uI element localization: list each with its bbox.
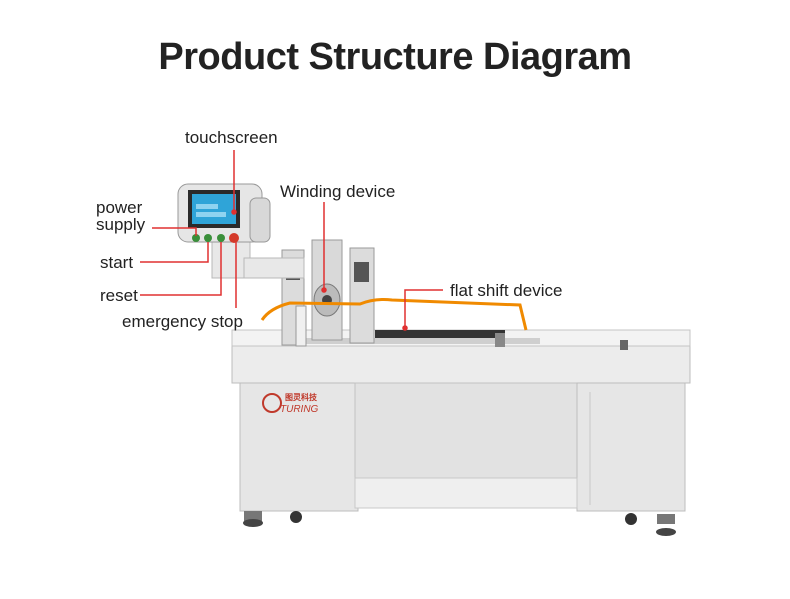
label-power-supply-line2: supply [96,215,146,234]
brand-en: TURING [280,404,319,415]
wire [260,298,528,331]
label-flat-shift-device: flat shift device [450,281,563,300]
flat-shift-rail [300,330,628,350]
label-start: start [100,253,134,272]
brand-logo: 图灵科技 TURING [262,392,319,415]
page-title: Product Structure Diagram [158,36,632,78]
machine-feet [243,511,676,536]
leader-lines [140,150,443,331]
label-emergency-stop: emergency stop [122,312,243,331]
machine-cabinet [231,329,691,512]
label-winding-device: Winding device [280,182,396,201]
label-touchscreen: touchscreen [185,128,278,147]
winding-device [281,239,375,347]
control-panel [177,183,305,279]
label-reset: reset [100,286,138,305]
label-power-supply-line1: power [96,198,143,217]
brand-cn: 图灵科技 [285,392,318,402]
